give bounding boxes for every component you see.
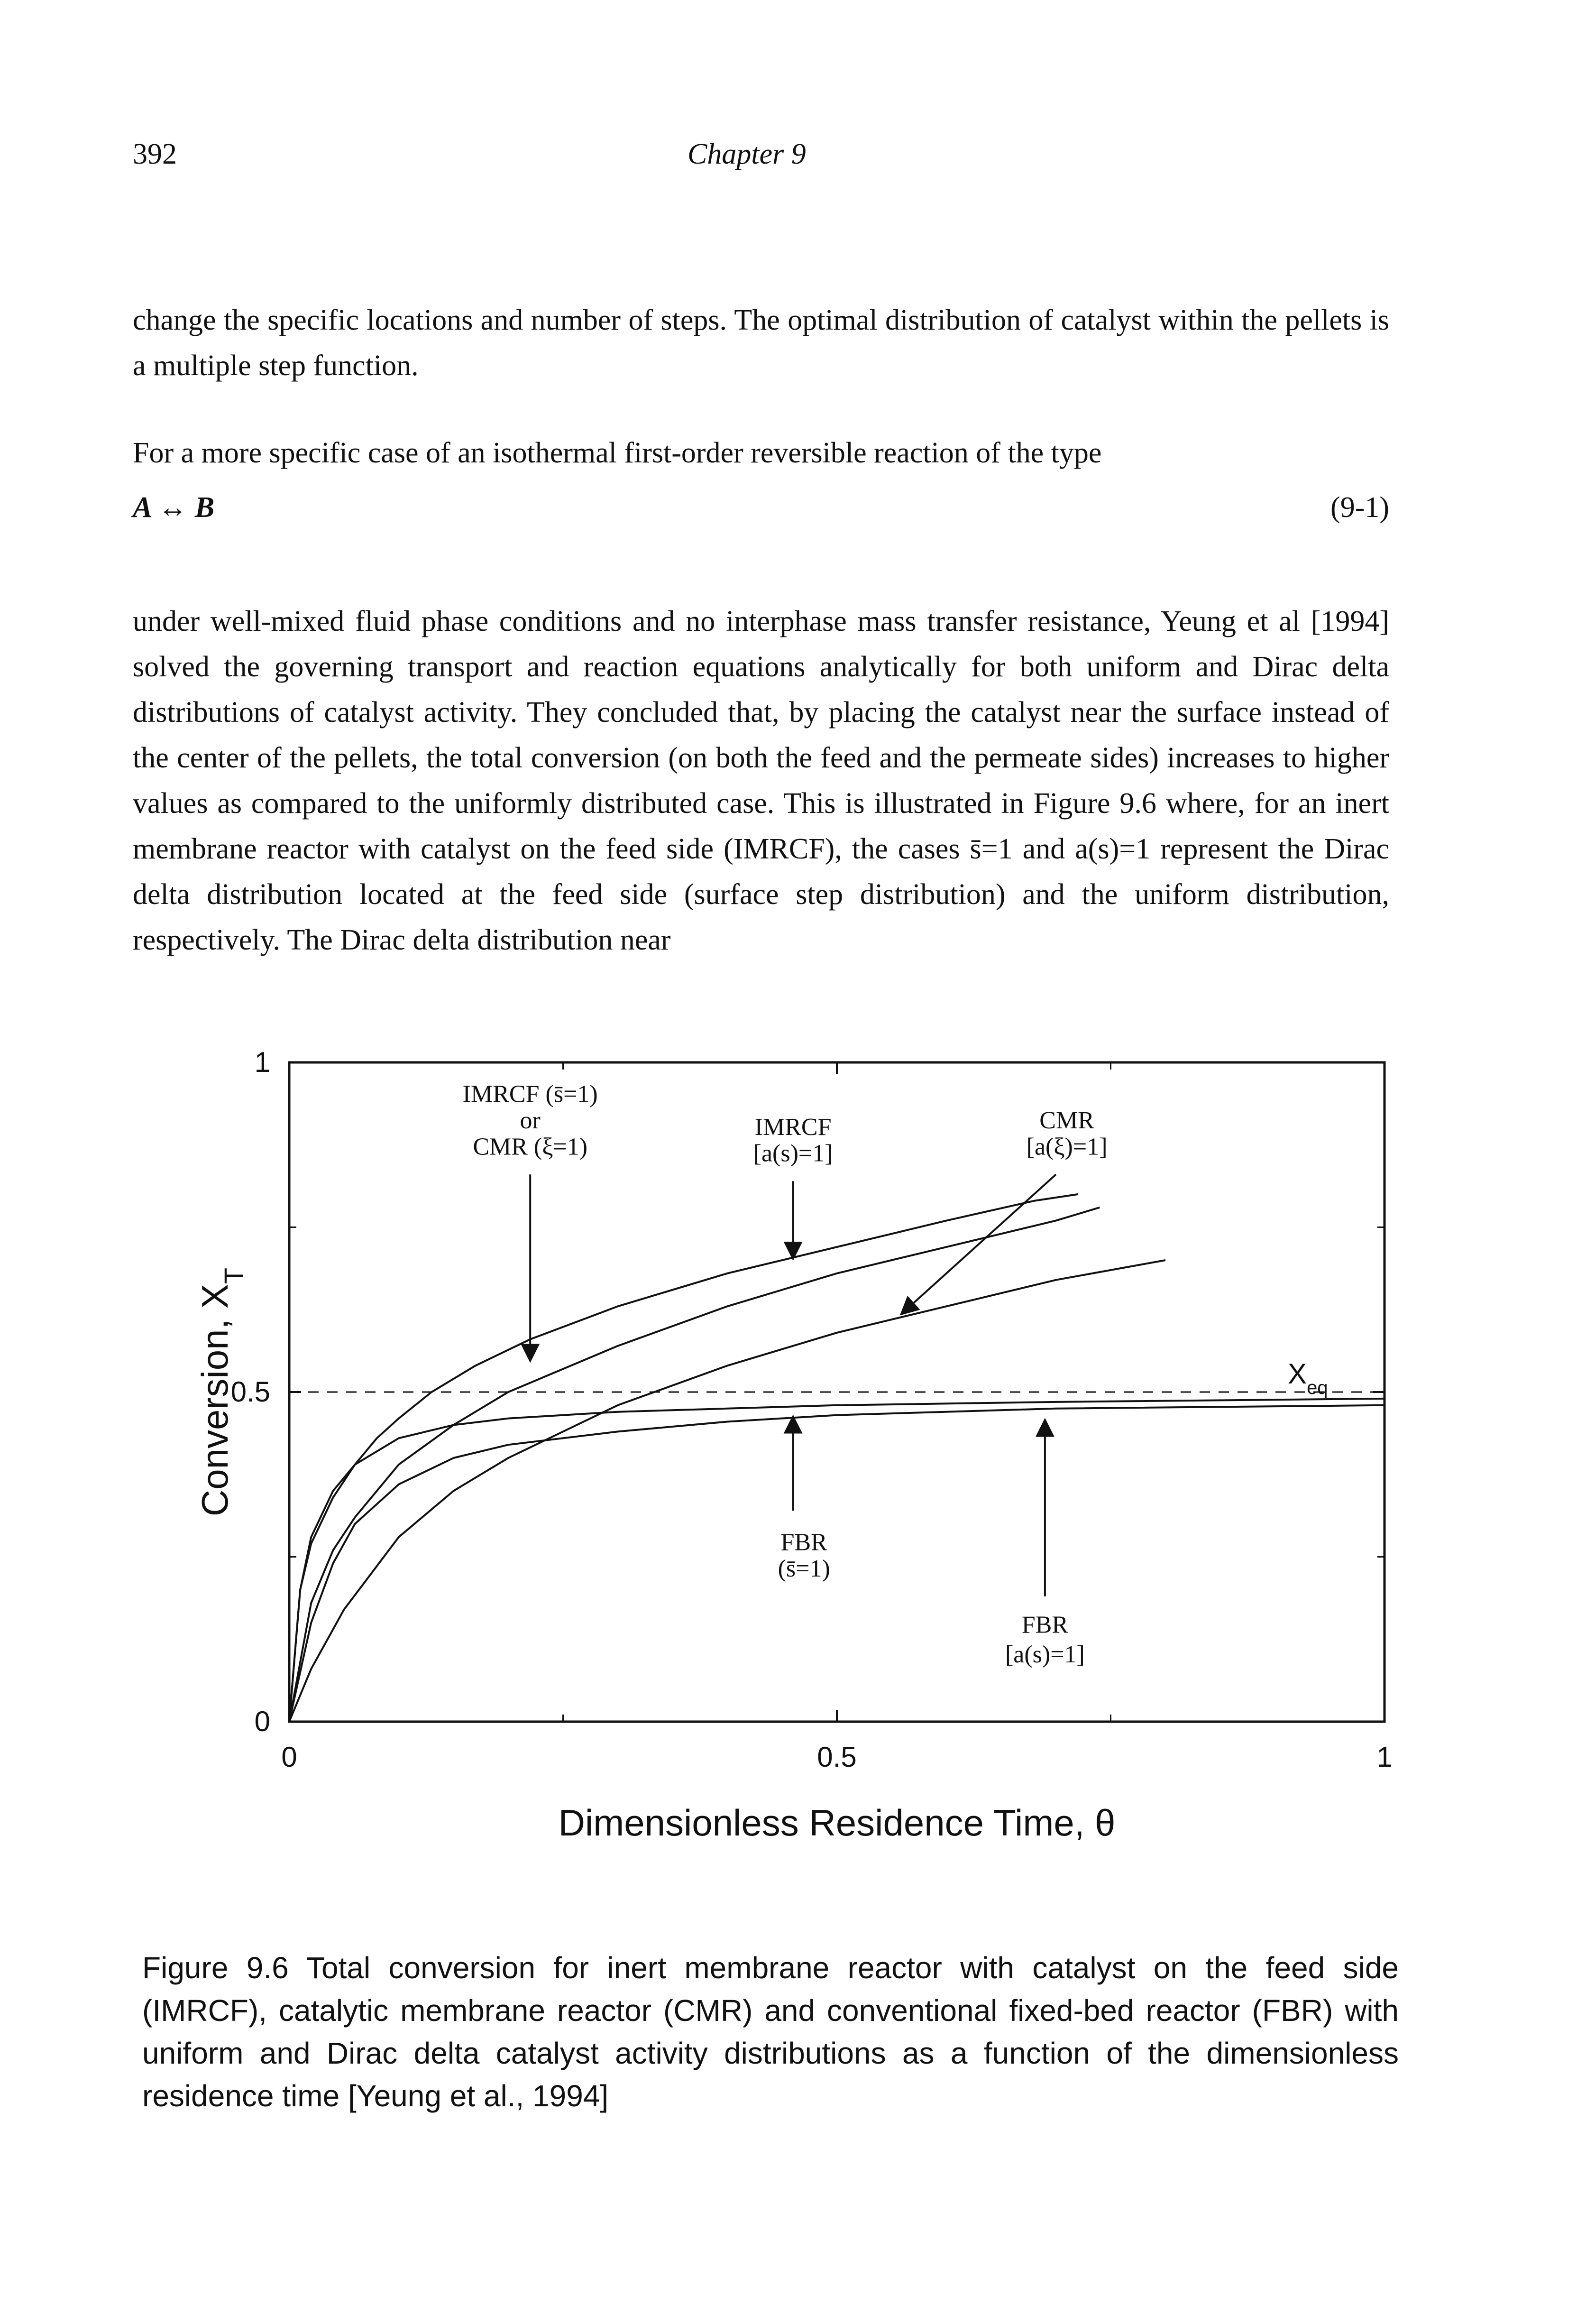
arrow-cmr-uniform [899,1173,1057,1316]
imrcf-uniform-curve [288,1206,1100,1722]
label-imrcf-uniform-line1: IMRCF [755,1114,832,1141]
x-tick-label: 0.5 [817,1741,856,1773]
cmr-uniform-curve [288,1259,1166,1722]
label-fbr-uniform-line1: FBR [1022,1611,1069,1638]
y-axis-title-subscript: T [219,1268,248,1284]
fbr-uniform-curve [288,1404,1385,1722]
page-header: 392 Chapter 9 [0,138,1577,180]
y-tick-label: 1 [255,1046,270,1078]
y-tick-label: 0 [255,1706,270,1737]
label-imrcf-uniform-line2: [a(s)=1] [753,1140,833,1167]
label-imrcf-dirac-line1: IMRCF (s̄=1) [463,1080,598,1107]
label-fbr-dirac-line1: FBR [781,1529,828,1556]
equation-expression: A ↔ B [133,491,215,524]
label-imrcf-dirac-line3: CMR (ξ=1) [473,1134,587,1161]
label-fbr-dirac-line2: (s̄=1) [778,1555,830,1582]
body-paragraph-3: under well-mixed fluid phase conditions … [133,605,1389,956]
fbr-dirac-curve [288,1397,1385,1722]
equation: A ↔ B (9-1) [133,491,1389,534]
figure-caption: Figure 9.6 Total conversion for inert me… [142,1951,1399,2113]
label-cmr-uniform-line2: [a(ξ)=1] [1027,1134,1108,1161]
label-cmr-uniform-line1: CMR [1039,1107,1094,1134]
label-fbr-uniform-line2: [a(s)=1] [1005,1641,1085,1668]
page-number: 392 [133,138,177,170]
body-paragraph-2: For a more specific case of an isotherma… [133,437,1102,469]
x-eq-label-subscript: eq [1307,1377,1328,1398]
x-axis-title: Dimensionless Residence Time, θ [559,1802,1116,1844]
equation-number: (9-1) [1330,491,1389,524]
running-title: Chapter 9 [688,138,806,170]
body-paragraph-1: change the specific locations and number… [133,304,1389,382]
x-tick-label: 1 [1376,1741,1392,1773]
x-tick-label: 0 [281,1741,297,1773]
label-imrcf-dirac-line2: or [520,1107,541,1134]
x-eq-label: Xeq [1288,1358,1328,1398]
y-tick-label: 0.5 [231,1376,270,1408]
imrcf-dirac-curve [288,1193,1078,1722]
